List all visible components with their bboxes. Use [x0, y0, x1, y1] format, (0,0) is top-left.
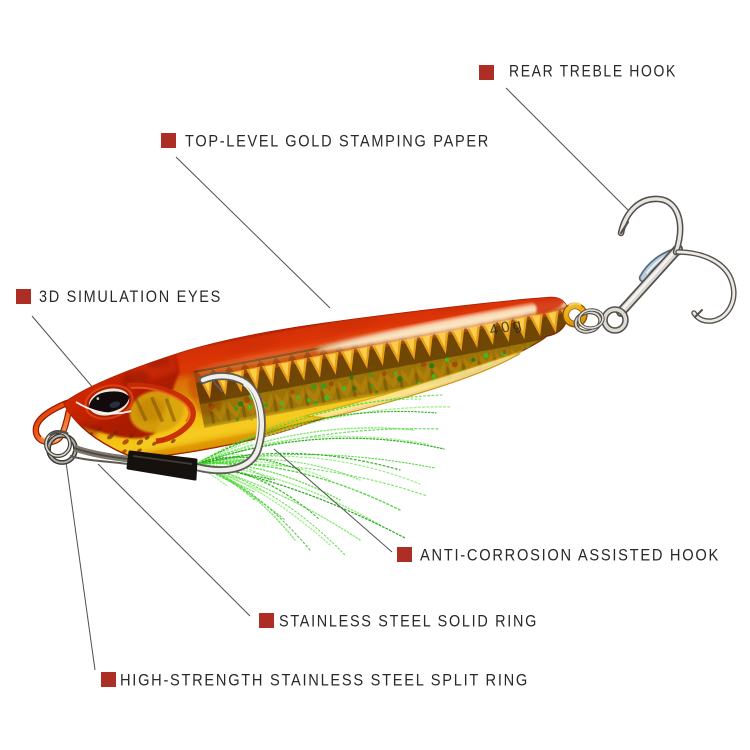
svg-text:REAR TREBLE HOOK: REAR TREBLE HOOK [509, 62, 677, 81]
svg-text:40g: 40g [488, 316, 525, 340]
svg-text:ANTI-CORROSION ASSISTED HOOK: ANTI-CORROSION ASSISTED HOOK [420, 546, 720, 565]
svg-text:TOP-LEVEL GOLD STAMPING PAPER: TOP-LEVEL GOLD STAMPING PAPER [185, 132, 490, 151]
svg-text:3D SIMULATION EYES: 3D SIMULATION EYES [39, 287, 222, 306]
svg-text:STAINLESS STEEL SOLID RING: STAINLESS STEEL SOLID RING [279, 612, 538, 631]
svg-text:HIGH-STRENGTH STAINLESS STEEL: HIGH-STRENGTH STAINLESS STEEL SPLIT RING [120, 671, 529, 690]
